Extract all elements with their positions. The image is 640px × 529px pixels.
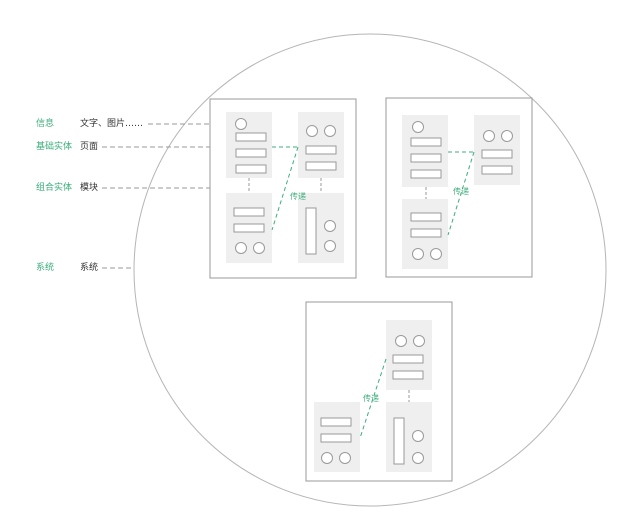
module-3 — [305, 301, 453, 482]
legend-category-composite-entity: 组合实体 — [36, 183, 73, 193]
legend-value-info: 文字、图片…… — [80, 119, 144, 129]
module-3-page-a — [386, 320, 432, 390]
module-1-page-a — [226, 112, 272, 178]
legend-category-system: 系统 — [36, 263, 55, 273]
module-2 — [385, 97, 533, 278]
module-3-transfer-label: 传递 — [363, 394, 379, 403]
module-1-transfer-label: 传递 — [290, 192, 306, 201]
legend-value-basic-entity: 页面 — [80, 142, 99, 152]
module-2-transfer-line-2 — [447, 151, 475, 236]
module-1-page-b — [298, 112, 344, 178]
module-1-transfer-line — [271, 146, 299, 231]
legend-category-info: 信息 — [36, 119, 55, 129]
legend-value-system: 系统 — [80, 263, 99, 273]
system-circle — [133, 33, 607, 507]
module-3-page-b — [314, 402, 360, 472]
module-2-page-b — [474, 115, 520, 185]
legend-category-basic-entity: 基础实体 — [36, 142, 73, 152]
module-2-transfer-label: 传递 — [453, 187, 469, 196]
module-3-page-c — [386, 402, 432, 472]
module-1-page-c — [226, 193, 272, 263]
module-1-connectors — [248, 178, 322, 193]
legend-value-composite-entity: 模块 — [80, 183, 99, 193]
module-1-page-d — [298, 193, 344, 263]
module-1 — [209, 98, 357, 279]
module-2-page-a — [402, 115, 448, 187]
module-2-page-c — [402, 199, 448, 269]
